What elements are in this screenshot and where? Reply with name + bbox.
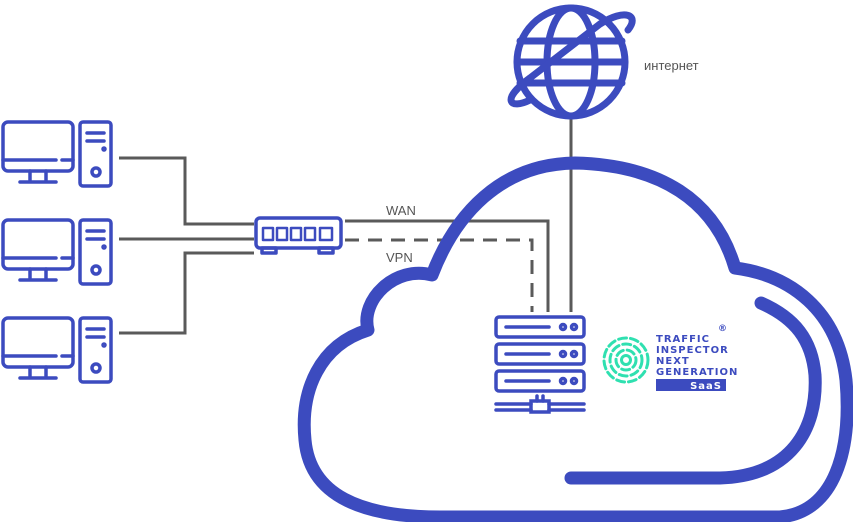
wan-link	[345, 219, 550, 312]
tower	[78, 218, 113, 286]
saas-badge-text: SaaS	[690, 381, 722, 392]
fingerprint-at-icon	[602, 336, 650, 384]
computers-group	[1, 120, 113, 384]
globe-icon	[507, 4, 636, 120]
computer-icon	[1, 218, 113, 286]
saas-badge	[656, 379, 726, 391]
monitor	[1, 120, 75, 173]
tower	[78, 316, 113, 384]
monitor	[1, 218, 75, 271]
cloud-icon	[297, 156, 853, 522]
tower	[78, 120, 113, 188]
link-computer-3-switch	[119, 251, 254, 335]
vpn-link	[345, 238, 534, 312]
computer-icon	[1, 120, 113, 188]
brand-line-1: TRAFFIC	[656, 334, 710, 345]
brand-logo: TRAFFIC INSPECTOR NEXT GENERATION ® SaaS	[656, 324, 738, 392]
brand-line-3: NEXT	[656, 356, 690, 367]
switch-ports	[261, 226, 334, 242]
server-rack-icon	[494, 315, 586, 414]
brand-line-4: GENERATION	[656, 367, 738, 378]
computer-icon	[1, 316, 113, 384]
internet-label: интернет	[644, 58, 699, 73]
brand-line-2: INSPECTOR	[656, 345, 729, 356]
monitor	[1, 316, 75, 369]
registered-mark: ®	[718, 324, 727, 334]
link-computer-1-switch	[119, 156, 254, 226]
wan-label: WAN	[386, 203, 416, 218]
vpn-label: VPN	[386, 250, 413, 265]
network-switch-icon	[254, 216, 343, 255]
connection-lines	[119, 118, 573, 335]
